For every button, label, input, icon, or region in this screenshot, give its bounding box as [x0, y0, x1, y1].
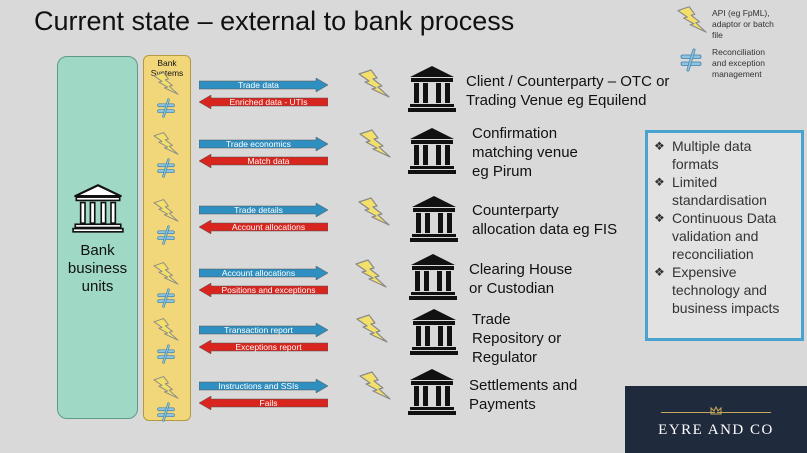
- bank-building-icon: [408, 128, 456, 174]
- inbound-arrow: Enriched data - UTIs: [199, 95, 328, 109]
- lightning-bolt-icon: [153, 72, 179, 95]
- outbound-arrow: Instructions and SSIs: [199, 379, 328, 393]
- inbound-arrow: Fails: [199, 396, 328, 410]
- lightning-bolt-icon: [358, 197, 390, 226]
- counterparty-label: Settlements and Payments: [469, 377, 578, 413]
- outbound-arrow: Trade details: [199, 203, 328, 217]
- lightning-bolt-icon: [358, 69, 390, 98]
- not-equal-icon: [156, 288, 176, 308]
- legend-recon-text: Reconciliation and exception management: [712, 47, 765, 79]
- inbound-arrow-label: Account allocations: [231, 222, 306, 232]
- crown-icon: [710, 406, 722, 415]
- not-equal-icon: [156, 344, 176, 364]
- diamond-bullet-icon: ❖: [654, 139, 665, 153]
- outbound-arrow-label: Trade data: [238, 80, 279, 90]
- outbound-arrow-label: Trade economics: [226, 139, 291, 149]
- bank-building-icon: [408, 66, 456, 112]
- not-equal-icon: [156, 225, 176, 245]
- outbound-arrow: Trade data: [199, 78, 328, 92]
- lightning-bolt-icon: [153, 318, 179, 341]
- outbound-arrow: Account allocations: [199, 266, 328, 280]
- bank-systems-label: Bank Systems: [150, 58, 184, 78]
- inbound-arrow: Exceptions report: [199, 340, 328, 354]
- not-equal-icon: [156, 402, 176, 422]
- counterparty-label: Counterparty allocation data eg FIS: [472, 202, 618, 238]
- system-interface-icons: [152, 71, 182, 121]
- counterparty-label: Clearing House or Custodian: [469, 261, 573, 297]
- lightning-bolt-icon: [677, 6, 707, 33]
- bank-systems: Bank Systems: [143, 55, 191, 422]
- issue-text: Continuous Data validation and reconcili…: [672, 210, 777, 262]
- eyre-and-co-logo: EYRE AND CO: [625, 386, 807, 453]
- inbound-arrow: Match data: [199, 154, 328, 168]
- lightning-bolt-icon: [153, 262, 179, 285]
- not-equal-icon: [680, 48, 702, 72]
- lightning-bolt-icon: [359, 371, 391, 400]
- lightning-bolt-icon: [359, 129, 391, 158]
- system-interface-icons: [152, 198, 182, 248]
- issues-box: ❖ Multiple data formats ❖ Limited standardi…: [645, 130, 804, 341]
- diamond-bullet-icon: ❖: [654, 265, 665, 279]
- inbound-arrow-label: Match data: [247, 156, 290, 166]
- inbound-arrow-label: Enriched data - UTIs: [229, 97, 308, 107]
- issue-item: ❖ Multiple data formats: [654, 137, 796, 173]
- issue-item: ❖ Continuous Data validation and reconcil…: [654, 209, 796, 263]
- bank-building-icon: [72, 184, 124, 233]
- bank-business-units: Bank business units: [57, 56, 138, 419]
- inbound-arrow-label: Exceptions report: [235, 342, 302, 352]
- issue-text: Multiple data formats: [672, 138, 752, 172]
- not-equal-icon: [156, 158, 176, 178]
- issue-text: Expensive technology and business impact…: [672, 264, 780, 316]
- diamond-bullet-icon: ❖: [654, 175, 665, 189]
- logo-divider-left: [661, 412, 715, 413]
- inbound-arrow-label: Positions and exceptions: [221, 285, 316, 295]
- logo-text: EYRE AND CO: [658, 422, 774, 438]
- bank-business-units-label: Bank business units: [67, 242, 128, 295]
- system-interface-icons: [152, 375, 182, 425]
- logo-divider-right: [717, 412, 771, 413]
- issue-item: ❖ Limited standardisation: [654, 173, 796, 209]
- lightning-bolt-icon: [153, 132, 179, 155]
- bank-building-icon: [410, 309, 458, 355]
- bank-building-icon: [409, 254, 457, 300]
- inbound-arrow: Positions and exceptions: [199, 283, 328, 297]
- outbound-arrow-label: Account allocations: [221, 268, 296, 278]
- bank-building-icon: [408, 369, 456, 415]
- outbound-arrow: Trade economics: [199, 137, 328, 151]
- system-interface-icons: [152, 131, 182, 181]
- issue-item: ❖ Expensive technology and business impac…: [654, 263, 796, 317]
- system-interface-icons: [152, 261, 182, 311]
- page-title: Current state – external to bank process: [34, 6, 515, 36]
- issue-text: Limited standardisation: [672, 174, 767, 208]
- outbound-arrow-label: Transaction report: [224, 325, 293, 335]
- not-equal-icon: [156, 98, 176, 118]
- outbound-arrow-label: Instructions and SSIs: [218, 381, 299, 391]
- outbound-arrow-label: Trade details: [234, 205, 283, 215]
- inbound-arrow: Account allocations: [199, 220, 328, 234]
- inbound-arrow-label: Fails: [259, 398, 278, 408]
- lightning-bolt-icon: [153, 199, 179, 222]
- lightning-bolt-icon: [153, 376, 179, 399]
- counterparty-label: Trade Repository or Regulator: [472, 311, 562, 366]
- outbound-arrow: Transaction report: [199, 323, 328, 337]
- bank-building-icon: [410, 196, 458, 242]
- lightning-bolt-icon: [355, 259, 387, 288]
- diamond-bullet-icon: ❖: [654, 211, 665, 225]
- system-interface-icons: [152, 317, 182, 367]
- counterparty-label: Confirmation matching venue eg Pirum: [472, 125, 578, 180]
- legend-api-text: API (eg FpML), adaptor or batch file: [712, 8, 774, 40]
- lightning-bolt-icon: [356, 314, 388, 343]
- counterparty-label: Client / Counterparty – OTC or Trading V…: [466, 73, 670, 109]
